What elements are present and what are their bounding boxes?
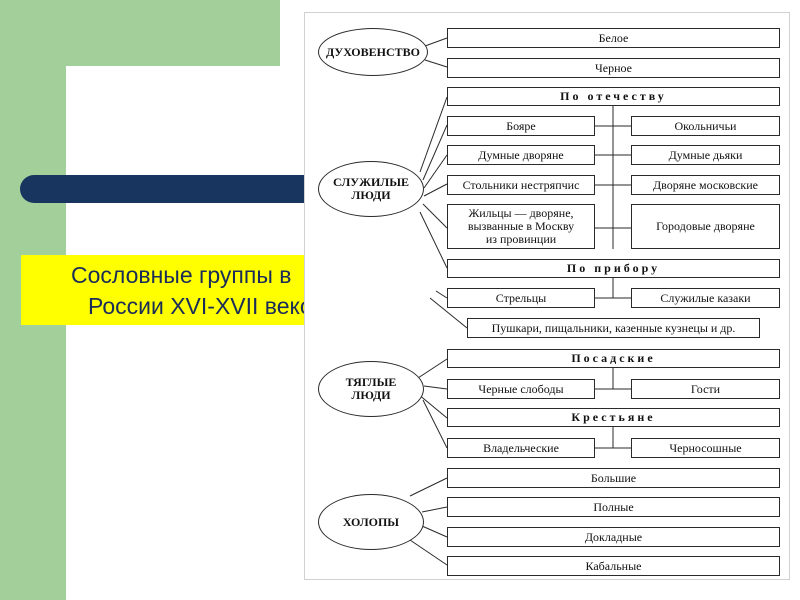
node-peasants: Крестьяне: [447, 408, 780, 427]
node-bonded-serfs: Кабальные: [447, 556, 780, 576]
node-stolniki: Стольники нестряпчис: [447, 175, 595, 195]
node-by-recruitment: По прибору: [447, 259, 780, 278]
node-black-settlements: Черные слободы: [447, 379, 595, 399]
group-serfs: ХОЛОПЫ: [318, 494, 424, 550]
slide-title-line-1: Сословные группы в: [71, 262, 292, 288]
node-moscow-nobles: Дворяне московские: [631, 175, 780, 195]
group-clergy: ДУХОВЕНСТВО: [318, 28, 428, 76]
decorative-bar: [20, 175, 320, 203]
node-full-serfs: Полные: [447, 497, 780, 517]
node-streltsy: Стрельцы: [447, 288, 595, 308]
node-black-clergy: Черное: [447, 58, 780, 78]
slide-title-line-2: России XVI-XVII веков: [88, 293, 325, 319]
node-okolnichi: Окольничьи: [631, 116, 780, 136]
node-gunners: Пушкари, пищальники, казенные кузнецы и …: [467, 318, 760, 338]
node-duma-clerks: Думные дьяки: [631, 145, 780, 165]
node-proprietary-peasants: Владельческие: [447, 438, 595, 458]
node-white-clergy: Белое: [447, 28, 780, 48]
node-reported-serfs: Докладные: [447, 527, 780, 547]
node-black-plough-peasants: Черносошные: [631, 438, 780, 458]
node-duma-nobles: Думные дворяне: [447, 145, 595, 165]
node-merchants: Гости: [631, 379, 780, 399]
group-service-people: СЛУЖИЛЫЕ ЛЮДИ: [318, 161, 424, 217]
node-zhiltsy: Жильцы — дворяне, вызванные в Москву из …: [447, 204, 595, 249]
node-service-cossacks: Служилые казаки: [631, 288, 780, 308]
node-provincial-nobles: Городовые дворяне: [631, 204, 780, 249]
top-green-band: [66, 0, 280, 66]
node-great-serfs: Большие: [447, 468, 780, 488]
group-tax-people: ТЯГЛЫЕ ЛЮДИ: [318, 361, 424, 417]
node-townspeople: Посадские: [447, 349, 780, 368]
node-by-origin: По отечеству: [447, 87, 780, 106]
node-boyars: Бояре: [447, 116, 595, 136]
